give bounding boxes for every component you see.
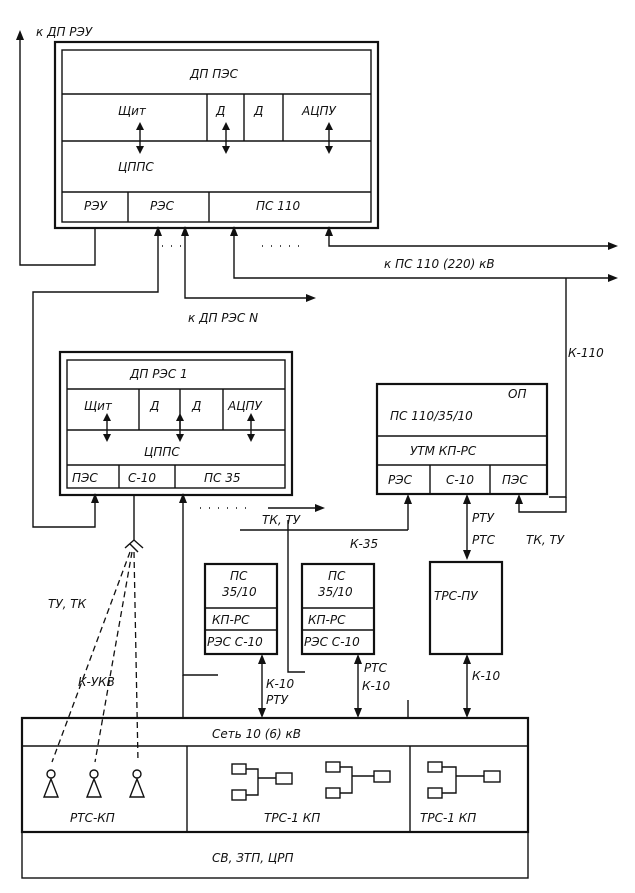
- label-d-2: Д: [253, 104, 263, 118]
- top-connections: [16, 30, 618, 528]
- label-to-dp-reu: к ДП РЭУ: [36, 25, 93, 39]
- dp-pes-block: [53, 40, 380, 230]
- label-res: РЭС: [150, 199, 175, 213]
- dp-res1-block: [58, 350, 294, 497]
- label-res-s10-1: РЭС С-10: [207, 635, 263, 649]
- label-rtu-1: РТУ: [472, 511, 495, 525]
- label-k-ukv: К-УКВ: [78, 675, 115, 689]
- rts-kp-antennas: [42, 769, 146, 798]
- label-dp-res1: ДП РЭС 1: [129, 367, 188, 381]
- label-tk-tu-1: ТК, ТУ: [262, 513, 301, 527]
- label-dp-pes: ДП ПЭС: [189, 67, 239, 81]
- label-k10-2: К-10: [362, 679, 390, 693]
- label-d-4: Д: [191, 399, 201, 413]
- label-s10-2: С-10: [446, 473, 474, 487]
- label-shchit: Щит: [118, 104, 147, 118]
- label-rts-kp: РТС-КП: [70, 811, 115, 825]
- label-shchit-2: Щит: [84, 399, 113, 413]
- label-ps110: ПС 110: [256, 199, 300, 213]
- label-tspps: ЦППС: [118, 160, 154, 174]
- trs-pu-box: [428, 560, 504, 656]
- label-trs1-kp-1: ТРС-1 КП: [264, 811, 320, 825]
- label-op: ОП: [508, 387, 526, 401]
- internal-arrows-res1: [103, 413, 255, 442]
- label-tu-tk: ТУ, ТК: [48, 597, 87, 611]
- label-kp-rs-1: КП-РС: [212, 613, 250, 627]
- label-trs1-kp-2: ТРС-1 КП: [420, 811, 476, 825]
- label-d-3: Д: [149, 399, 159, 413]
- middle-connections: [124, 493, 567, 718]
- label-utm-kp-rs: УТМ КП-РС: [410, 444, 477, 458]
- label-k110: К-110: [568, 346, 604, 360]
- label-pes-2: ПЭС: [502, 473, 528, 487]
- label-ps35-10-1: 35/10: [222, 585, 257, 599]
- label-to-ps110-220: к ПС 110 (220) кВ: [384, 257, 495, 271]
- label-ps35: ПС 35: [204, 471, 241, 485]
- label-res-2: РЭС: [388, 473, 413, 487]
- label-rts-1: РТС: [472, 533, 496, 547]
- radio-links: [51, 551, 139, 763]
- label-rts-2: РТС: [364, 661, 388, 675]
- label-tk-tu-2: ТК, ТУ: [526, 533, 565, 547]
- ps35-10-box-1: [203, 562, 279, 656]
- trs-kp-icons-2: [427, 761, 501, 799]
- label-pes: ПЭС: [72, 471, 98, 485]
- label-to-dp-res-n: к ДП РЭС N: [188, 311, 258, 325]
- label-k35: К-35: [350, 537, 378, 551]
- ps110-35-10-block: [375, 382, 549, 496]
- label-sv-ztp-trp: СВ, ЗТП, ЦРП: [212, 851, 294, 865]
- trs-kp-icons-1: [231, 761, 391, 801]
- label-rtu-2: РТУ: [266, 693, 289, 707]
- label-ps-1: ПС: [230, 569, 248, 583]
- label-net-10-6: Сеть 10 (6) кВ: [212, 727, 301, 741]
- internal-arrows-top: [136, 122, 333, 154]
- label-k10-3: К-10: [472, 669, 500, 683]
- label-reu: РЭУ: [84, 199, 108, 213]
- label-trs-pu: ТРС-ПУ: [434, 589, 478, 603]
- label-d-1: Д: [215, 104, 225, 118]
- label-ps110-35-10: ПС 110/35/10: [390, 409, 473, 423]
- label-ps35-10-2: 35/10: [318, 585, 353, 599]
- label-atspu: АЦПУ: [301, 104, 337, 118]
- label-s10: С-10: [128, 471, 156, 485]
- label-tspps-2: ЦППС: [144, 445, 180, 459]
- ps35-10-box-2: [300, 562, 376, 656]
- label-k10-1: К-10: [266, 677, 294, 691]
- label-kp-rs-2: КП-РС: [308, 613, 346, 627]
- label-res-s10-2: РЭС С-10: [304, 635, 360, 649]
- label-ps-2: ПС: [328, 569, 346, 583]
- network-block: [20, 716, 530, 879]
- label-atspu-2: АЦПУ: [227, 399, 263, 413]
